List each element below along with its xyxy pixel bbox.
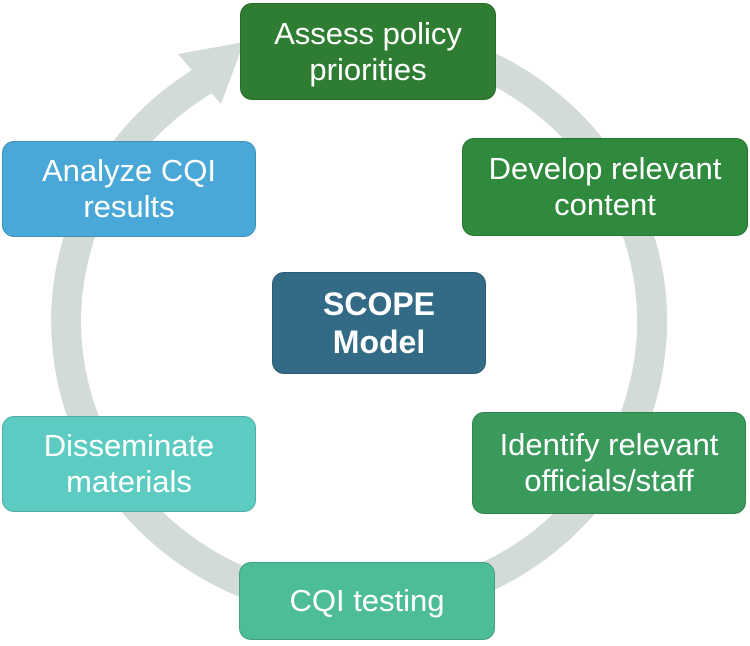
- step-label-line: CQI testing: [289, 583, 445, 618]
- step-label-line: officials/staff: [524, 463, 694, 498]
- step-label-line: content: [554, 187, 656, 222]
- step-label-line: priorities: [309, 51, 427, 87]
- step-cqi-testing: CQI testing: [239, 562, 495, 640]
- step-develop-relevant-content: Develop relevant content: [462, 138, 748, 236]
- center-label-line: SCOPE: [322, 286, 436, 322]
- step-disseminate-materials: Disseminate materials: [2, 416, 256, 512]
- step-identify-relevant-officials: Identify relevant officials/staff: [472, 412, 746, 514]
- step-label-line: materials: [66, 464, 192, 499]
- center-label-line: Model: [332, 324, 426, 360]
- step-analyze-cqi-results: Analyze CQI results: [2, 141, 256, 237]
- step-label-line: results: [83, 189, 175, 224]
- step-label-line: Analyze CQI: [41, 153, 216, 188]
- step-label-line: Disseminate: [43, 428, 215, 463]
- step-label-line: Identify relevant: [499, 427, 719, 462]
- step-label-line: Assess policy: [274, 15, 462, 51]
- arrow-head-icon: [178, 42, 244, 104]
- step-label-line: Develop relevant: [488, 151, 722, 186]
- scope-model-center: SCOPE Model: [272, 272, 486, 374]
- step-assess-policy-priorities: Assess policy priorities: [240, 3, 496, 100]
